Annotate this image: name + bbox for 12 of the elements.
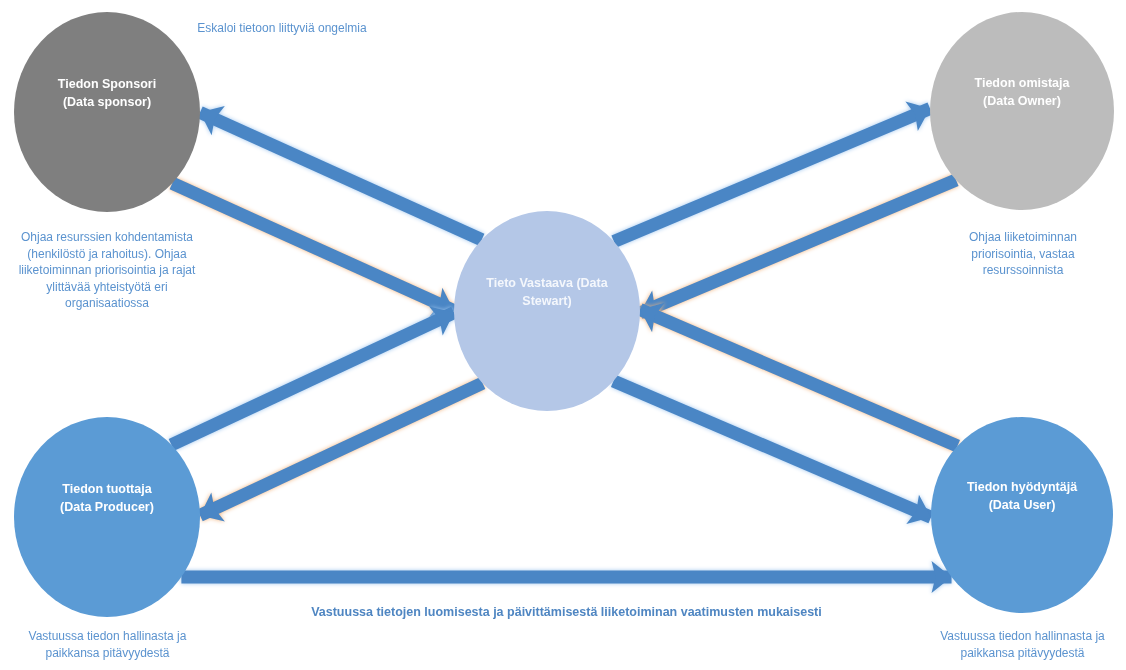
arrow [181,561,952,593]
role-title: Tiedon Sponsori (Data sponsor) [56,75,158,111]
role-title: Tiedon tuottaja (Data Producer) [59,480,155,516]
role-description: Vastuussa tiedon hallinasta ja paikkansa pitävyydestä [27,628,188,662]
role-description: Vastuussa tiedon hallinnasta ja paikkansa pitävyydestä [939,628,1106,662]
role-title: Tieto Vastaava (Data Stewart) [485,274,609,310]
role-description: Ohjaa liiketoiminnan priorisointia, vastaa resurssoinnista [967,229,1079,279]
role-title: Tiedon omistaja (Data Owner) [973,74,1071,110]
role-title: Tiedon hyödyntäjä (Data User) [965,478,1079,514]
note-text: Eskaloi tietoon liittyviä ongelmia [196,20,368,37]
role-description: Ohjaa resurssien kohdentamista (henkilöstö ja rahoitus). Ohjaa liiketoiminnan priorisointia ja rajat ylittävää yhteistyötä eri organisaatiossa [17,229,197,312]
edge-label: Vastuussa tietojen luomisesta ja päivittämisestä liiketoiminan vaatimusten mukaisesti [310,605,823,619]
